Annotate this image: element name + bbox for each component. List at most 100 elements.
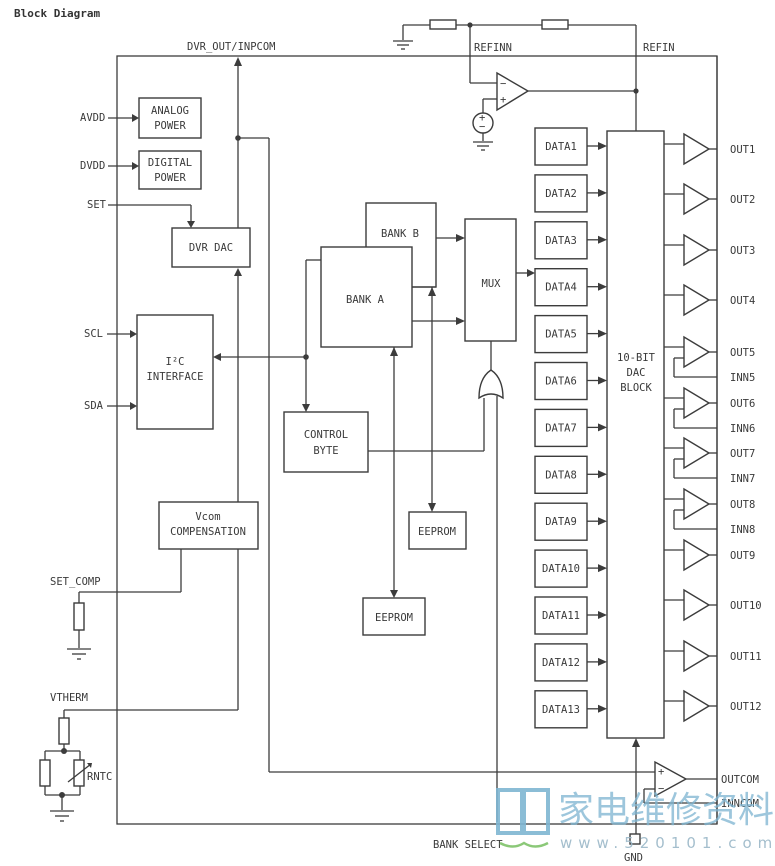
pin-refin: REFIN <box>643 42 675 54</box>
eeprom-block-1 <box>408 511 467 550</box>
pin-out8: OUT8 <box>730 499 755 511</box>
vcom-opamp-plus: + <box>658 766 664 778</box>
output-buffer: OUT1 <box>664 132 755 166</box>
eeprom-2-label: EEPROM <box>375 612 413 624</box>
data-register-label: DATA3 <box>545 235 577 247</box>
dvr-dac-block <box>171 227 251 268</box>
pin-out2: OUT2 <box>730 194 755 206</box>
buffer-amp-icon <box>683 182 711 216</box>
output-buffer: OUT10 <box>664 588 762 622</box>
data-register: DATA11 <box>534 596 607 635</box>
data-register: DATA4 <box>534 268 607 307</box>
data-register: DATA3 <box>534 221 607 260</box>
pin-inn7: INN7 <box>730 473 755 485</box>
analog-power-block <box>138 97 202 139</box>
data-register-box <box>534 314 588 354</box>
pin-set-comp: SET_COMP <box>50 576 101 588</box>
buffer-amp-icon <box>683 132 711 166</box>
data-register-label: DATA13 <box>542 704 580 716</box>
pin-out9: OUT9 <box>730 550 755 562</box>
i2c-interface-block <box>136 314 214 430</box>
output-buffers: OUT1OUT2OUT3OUT4OUT5INN5OUT6INN6OUT7INN7… <box>664 132 762 723</box>
pin-out6: OUT6 <box>730 398 755 410</box>
pin-scl: SCL <box>84 328 103 340</box>
pin-sda: SDA <box>84 400 104 412</box>
data-register: DATA7 <box>534 408 607 448</box>
pin-bank-select: BANK SELECT <box>433 839 503 851</box>
analog-power-label-1: ANALOG <box>151 105 189 117</box>
data-register-label: DATA7 <box>545 422 577 434</box>
pin-inn5: INN5 <box>730 372 755 384</box>
pin-outcom: OUTCOM <box>721 774 759 786</box>
data-register-box <box>534 361 588 401</box>
bank-a-label: BANK A <box>346 294 385 306</box>
i2c-label-2: INTERFACE <box>147 371 204 383</box>
data-register-label: DATA10 <box>542 563 580 575</box>
data-register-label: DATA11 <box>542 610 580 622</box>
control-byte-label-1: CONTROL <box>304 429 348 441</box>
buffer-amp-icon <box>683 689 711 723</box>
buffer-amp-icon <box>683 233 711 267</box>
data-register: DATA2 <box>534 174 607 213</box>
svg-text:−: − <box>479 121 485 133</box>
pin-refinn: REFINN <box>474 42 512 54</box>
resistor-icon <box>58 717 70 745</box>
buffer-amp-icon <box>683 639 711 673</box>
resistor-icon <box>541 19 569 30</box>
diagram-title: Block Diagram <box>14 7 100 20</box>
buffer-amp-icon <box>683 436 711 470</box>
data-register: DATA6 <box>534 361 607 401</box>
buffer-amp-icon <box>683 538 711 572</box>
control-byte-label-2: BYTE <box>313 445 338 457</box>
digital-power-block <box>138 150 202 190</box>
vcom-compensation-block <box>158 501 259 550</box>
watermark-url: www.520101.com <box>560 834 775 852</box>
pin-vtherm: VTHERM <box>50 692 88 704</box>
eeprom-block-2 <box>362 597 426 636</box>
output-buffer: OUT3 <box>664 233 755 267</box>
data-register-box <box>534 549 588 588</box>
buffer-amp-icon <box>683 335 711 369</box>
vcom-amp: + − OUTCOM INNCOM <box>643 760 759 810</box>
data-register-box <box>534 455 588 494</box>
watermark: 家电维修资料网 www.520101.com <box>496 788 775 852</box>
dac-label-3: BLOCK <box>620 382 652 394</box>
pin-dvdd: DVDD <box>80 160 105 172</box>
buffer-amp-icon <box>683 386 711 420</box>
vcom-opamp-icon <box>654 760 688 798</box>
ground-icon <box>473 141 493 151</box>
or-gate-icon <box>478 369 504 400</box>
pin-out4: OUT4 <box>730 295 755 307</box>
data-register: DATA9 <box>534 502 607 541</box>
ground-icon <box>393 40 413 50</box>
output-buffer: OUT9 <box>664 538 755 572</box>
control-byte-block <box>283 411 369 473</box>
ground-icon <box>67 648 91 660</box>
data-register-label: DATA6 <box>545 376 577 388</box>
pin-out10: OUT10 <box>730 600 762 612</box>
pin-inncom: INNCOM <box>721 798 759 810</box>
ref-opamp-plus: + <box>500 94 506 106</box>
watermark-text: 家电维修资料网 <box>558 790 775 831</box>
data-register-box <box>534 408 588 448</box>
output-buffer: OUT12 <box>664 689 762 723</box>
output-buffer: OUT11 <box>664 639 762 673</box>
pin-avdd: AVDD <box>80 112 105 124</box>
data-register: DATA5 <box>534 314 607 354</box>
output-buffer: OUT4 <box>664 283 755 317</box>
data-register-box <box>534 502 588 541</box>
pin-gnd: GND <box>624 852 643 864</box>
pin-inn8: INN8 <box>730 524 755 536</box>
svg-text:+: + <box>479 112 485 124</box>
dac-block <box>606 130 665 739</box>
pin-out12: OUT12 <box>730 701 762 713</box>
reference-network: − + + − REFINN REFIN DVR_OUT/INPCOM <box>187 19 675 151</box>
vcom-opamp-minus: − <box>658 783 664 795</box>
bank-a-block <box>320 246 413 348</box>
pin-dvr-out-inpcom: DVR_OUT/INPCOM <box>187 41 276 53</box>
eeprom-1-label: EEPROM <box>418 526 456 538</box>
data-register: DATA12 <box>534 643 607 682</box>
